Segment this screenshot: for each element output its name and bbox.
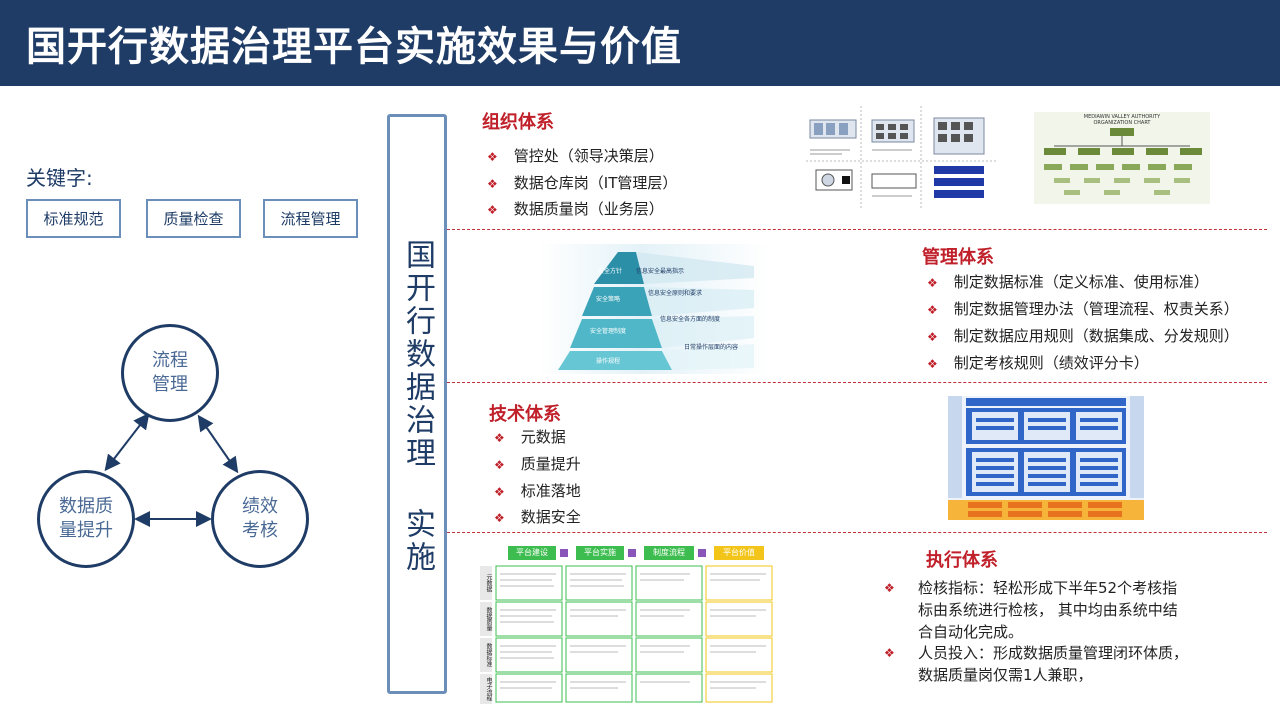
vertical-title: 国开行数据治理 实施 — [400, 239, 435, 574]
keyword-standard: 标准规范 — [26, 199, 121, 238]
arrow-top-left — [104, 412, 150, 472]
org-process-diagram-image — [806, 106, 996, 210]
cycle-arrows — [104, 412, 239, 527]
exec-section-title: 执行体系 — [926, 550, 998, 571]
section-divider — [447, 229, 1267, 230]
org-item: ❖数据仓库岗（IT管理层） — [487, 174, 678, 192]
exec-item-metrics: ❖检核指标：轻松形成下半年52个考核指标由系统进行检核， 其中均由系统中结合自动… — [884, 579, 1178, 641]
security-pyramid-image: 安全方针 安全策略 安全管理制度 操作规程 信息安全最高指示 信息安全原则和要求… — [538, 244, 770, 374]
vertical-title-box: 国开行数据治理 实施 — [387, 114, 447, 694]
tech-item: ❖标准落地 — [494, 482, 581, 500]
cycle-node-assessment: 绩效考核 — [211, 470, 309, 568]
org-section-title: 组织体系 — [482, 112, 554, 133]
arrow-top-right — [197, 414, 239, 474]
section-divider — [447, 532, 1267, 533]
keyword-quality-check: 质量检查 — [146, 199, 241, 238]
org-item: ❖管控处（领导决策层） — [487, 147, 664, 165]
mgmt-item: ❖制定数据标准（定义标准、使用标准） — [927, 273, 1209, 291]
page-title: 国开行数据治理平台实施效果与价值 — [26, 24, 682, 70]
keywords-label: 关键字: — [26, 166, 93, 190]
tech-item: ❖质量提升 — [494, 455, 581, 473]
mgmt-item: ❖制定数据应用规则（数据集成、分发规则） — [927, 327, 1239, 345]
tech-section-title: 技术体系 — [489, 404, 561, 425]
mgmt-section-title: 管理体系 — [922, 247, 994, 268]
section-divider — [447, 382, 1267, 383]
exec-table-image: 平台建设 平台实施 制度流程 平台价值 元数据 数据质量 数据标准 电子流程 — [480, 544, 776, 704]
keyword-process-mgmt: 流程管理 — [263, 199, 358, 238]
mgmt-item: ❖制定数据管理办法（管理流程、权责关系） — [927, 300, 1239, 318]
mgmt-item: ❖制定考核规则（绩效评分卡） — [927, 354, 1149, 372]
org-item: ❖数据质量岗（业务层） — [487, 200, 664, 218]
tech-architecture-image — [948, 396, 1144, 520]
tech-item: ❖数据安全 — [494, 508, 581, 526]
cycle-node-quality: 数据质量提升 — [37, 470, 135, 568]
exec-item-staffing: ❖人员投入：形成数据质量管理闭环体质，数据质量岗仅需1人兼职， — [884, 644, 1189, 684]
title-bar: 国开行数据治理平台实施效果与价值 — [0, 0, 1280, 86]
cycle-node-process: 流程管理 — [121, 324, 219, 422]
tech-item: ❖元数据 — [494, 428, 566, 446]
